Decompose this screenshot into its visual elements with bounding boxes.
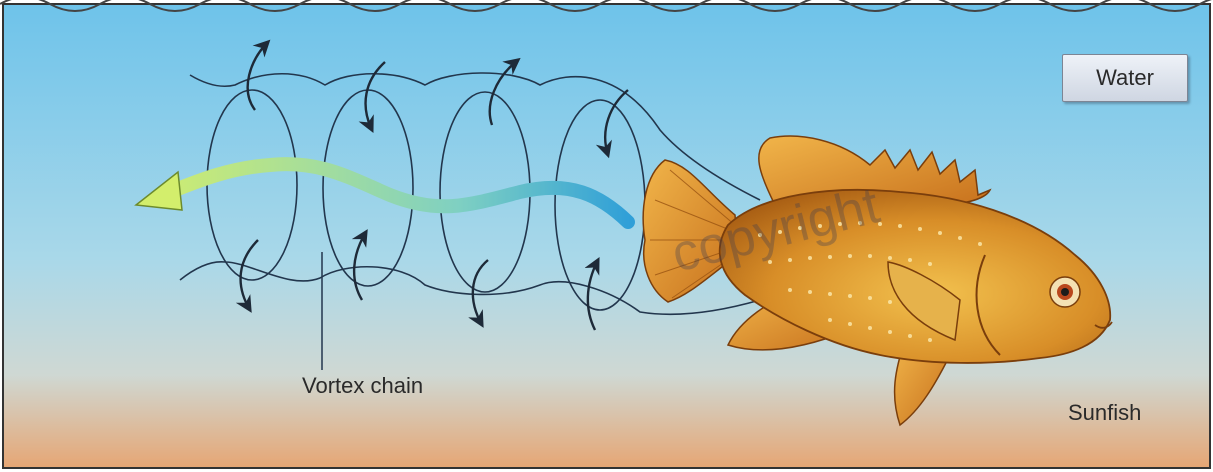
vortex-chain-label: Vortex chain: [302, 373, 423, 399]
water-label: Water: [1062, 54, 1188, 102]
sunfish-label: Sunfish: [1068, 400, 1141, 426]
